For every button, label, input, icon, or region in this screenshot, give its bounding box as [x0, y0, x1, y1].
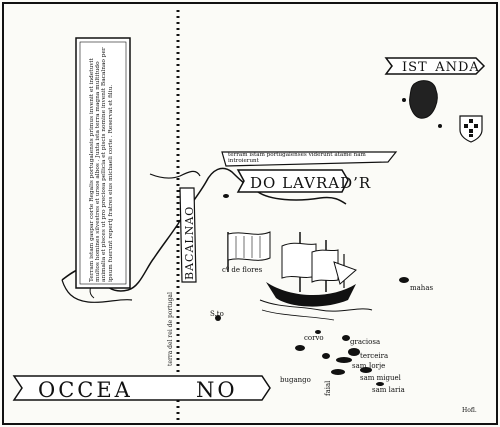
bacalnao-label: BACALNAO: [183, 206, 196, 280]
coastline-north: [149, 170, 201, 179]
santa-maria-island: [376, 382, 384, 386]
pico-island: [331, 369, 345, 375]
terceira-island: [348, 348, 360, 356]
sam-jorge-island: [336, 357, 352, 363]
lavrador-label: DO LAVRAD’R: [250, 174, 371, 192]
faial-island: [322, 353, 330, 359]
legend-box: [75, 37, 131, 289]
legend-text-group: Terram istam gaspar corte Regalis portug…: [89, 47, 114, 282]
label-cabo-flores: cº de flores: [222, 266, 263, 274]
legend-text: Terram istam gaspar corte Regalis portug…: [89, 47, 114, 282]
corvo-island: [315, 330, 321, 334]
lavrador-legend-banner: [221, 151, 398, 167]
label-flores: bugango: [280, 376, 311, 384]
signature: Hofl.: [462, 407, 477, 414]
bacalnao-banner: [179, 187, 197, 283]
mahas-island: [399, 277, 409, 283]
label-terceira: terceira: [360, 352, 388, 360]
iceland-island: [409, 80, 438, 119]
islanda-label: IST_ANDA: [402, 60, 480, 75]
lavrador-legend-container: terram istam portugalenses viderunt atam…: [228, 152, 366, 164]
cape-islet: [215, 315, 221, 321]
legend-text-container: Terram istam gaspar corte Regalis portug…: [89, 47, 114, 282]
occeano-banner: [12, 375, 271, 401]
azores-islands: [215, 194, 409, 386]
coastline-south: [61, 279, 133, 304]
islanda-banner: [384, 57, 486, 75]
label-graciosa: graciosa: [350, 338, 380, 346]
label-mahas: mahas: [410, 284, 433, 292]
lavrador-legend-text: terram istam portugalenses viderunt atam…: [228, 152, 366, 164]
graciosa-island: [342, 335, 350, 341]
legend-box-inner: [79, 41, 127, 285]
sam-miguel-island: [360, 367, 372, 373]
portuguese-flag-icon: [227, 231, 271, 272]
occeano-label-left: OCCEA: [38, 378, 133, 402]
label-faial: faial: [324, 380, 332, 396]
label-corvo: corvo: [304, 334, 324, 342]
north-islet: [223, 194, 229, 198]
lavrador-banner: [236, 169, 349, 193]
label-santa-maria: sam laria: [372, 386, 405, 394]
iceland-islet-2: [438, 124, 442, 128]
label-sto: S.to: [210, 310, 224, 318]
occeano-label-right: NO: [196, 378, 238, 402]
flores-island: [295, 345, 305, 351]
coast-vertical-label: terra del rei de portugal: [167, 292, 174, 366]
iceland-islet: [402, 98, 406, 102]
label-sam-miguel: sam miguel: [360, 374, 402, 382]
caravel-ship-icon: [259, 232, 373, 321]
portuguese-shield-icon: [459, 115, 483, 143]
label-sam-jorge: sam Jorje: [352, 362, 385, 370]
